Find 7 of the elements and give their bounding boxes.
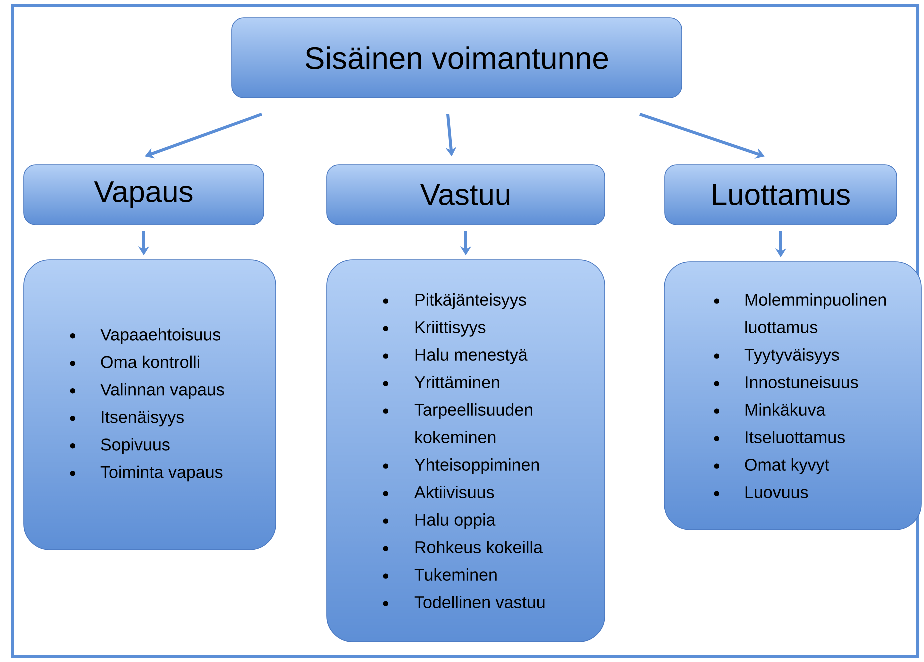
title-box: Sisäinen voimantunne — [232, 18, 682, 98]
list-box: Pitkäjänteisyys Kriittisyys Halu menestyä Yrittäminen Tarpeellisuuden kokeminen Yhteisoppiminen Aktiivisuus Halu oppia Rohkeus kokeilla Tukeminen Todellinen vastuu — [326, 260, 606, 642]
list-box: Molemminpuolinen luottamus Tyytyväisyys Innostuneisuus Minkäkuva Itseluottamus Omat kyvyt Luovuus — [664, 262, 922, 530]
category-box: Vastuu — [326, 164, 606, 226]
category-box: Vapaus — [24, 164, 264, 226]
category-box: Luottamus — [664, 164, 898, 226]
list-box: Vapaaehtoisuus Oma kontrolli Valinnan vapaus Itsenäisyys Sopivuus Toiminta vapaus — [24, 260, 276, 550]
